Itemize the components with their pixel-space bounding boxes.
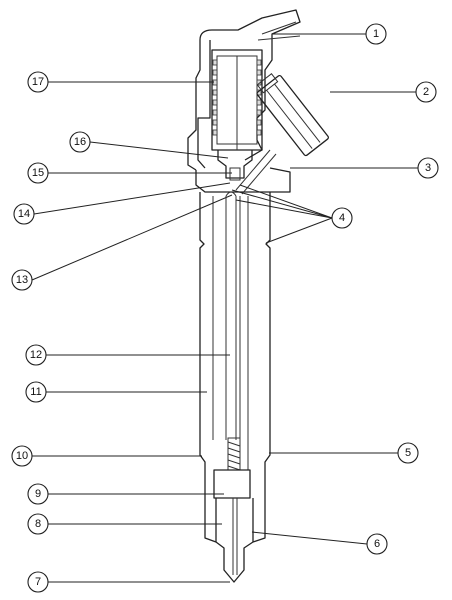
- callout-8-label: 8: [35, 518, 41, 530]
- callout-6: 6: [366, 533, 388, 555]
- callout-14-label: 14: [18, 208, 30, 220]
- callout-2-label: 2: [423, 86, 429, 98]
- callout-2: 2: [415, 81, 437, 103]
- callout-3-label: 3: [425, 162, 431, 174]
- leader-lines: [31, 33, 418, 583]
- callout-4-label: 4: [339, 212, 345, 224]
- callout-17: 17: [27, 71, 49, 93]
- callout-13: 13: [11, 269, 33, 291]
- injector-body: [187, 9, 329, 583]
- callout-9-label: 9: [35, 488, 41, 500]
- callout-15: 15: [27, 162, 49, 184]
- callout-5-label: 5: [405, 447, 411, 459]
- callout-6-label: 6: [374, 538, 380, 550]
- callout-1-label: 1: [373, 28, 379, 40]
- callout-13-label: 13: [16, 274, 28, 286]
- callout-16-label: 16: [74, 136, 86, 148]
- callout-3: 3: [417, 157, 439, 179]
- callout-5: 5: [397, 442, 419, 464]
- callout-7: 7: [27, 571, 49, 593]
- callout-10-label: 10: [16, 450, 28, 462]
- callout-12: 12: [25, 344, 47, 366]
- callout-12-label: 12: [30, 349, 42, 361]
- callout-15-label: 15: [32, 167, 44, 179]
- callout-4: 4: [331, 207, 353, 229]
- callout-10: 10: [11, 445, 33, 467]
- callout-17-label: 17: [32, 76, 44, 88]
- callout-7-label: 7: [35, 576, 41, 588]
- callout-11: 11: [25, 381, 47, 403]
- callout-14: 14: [13, 203, 35, 225]
- callout-11-label: 11: [30, 386, 41, 398]
- callout-9: 9: [27, 483, 49, 505]
- callout-16: 16: [69, 131, 91, 153]
- callout-8: 8: [27, 513, 49, 535]
- callout-1: 1: [365, 23, 387, 45]
